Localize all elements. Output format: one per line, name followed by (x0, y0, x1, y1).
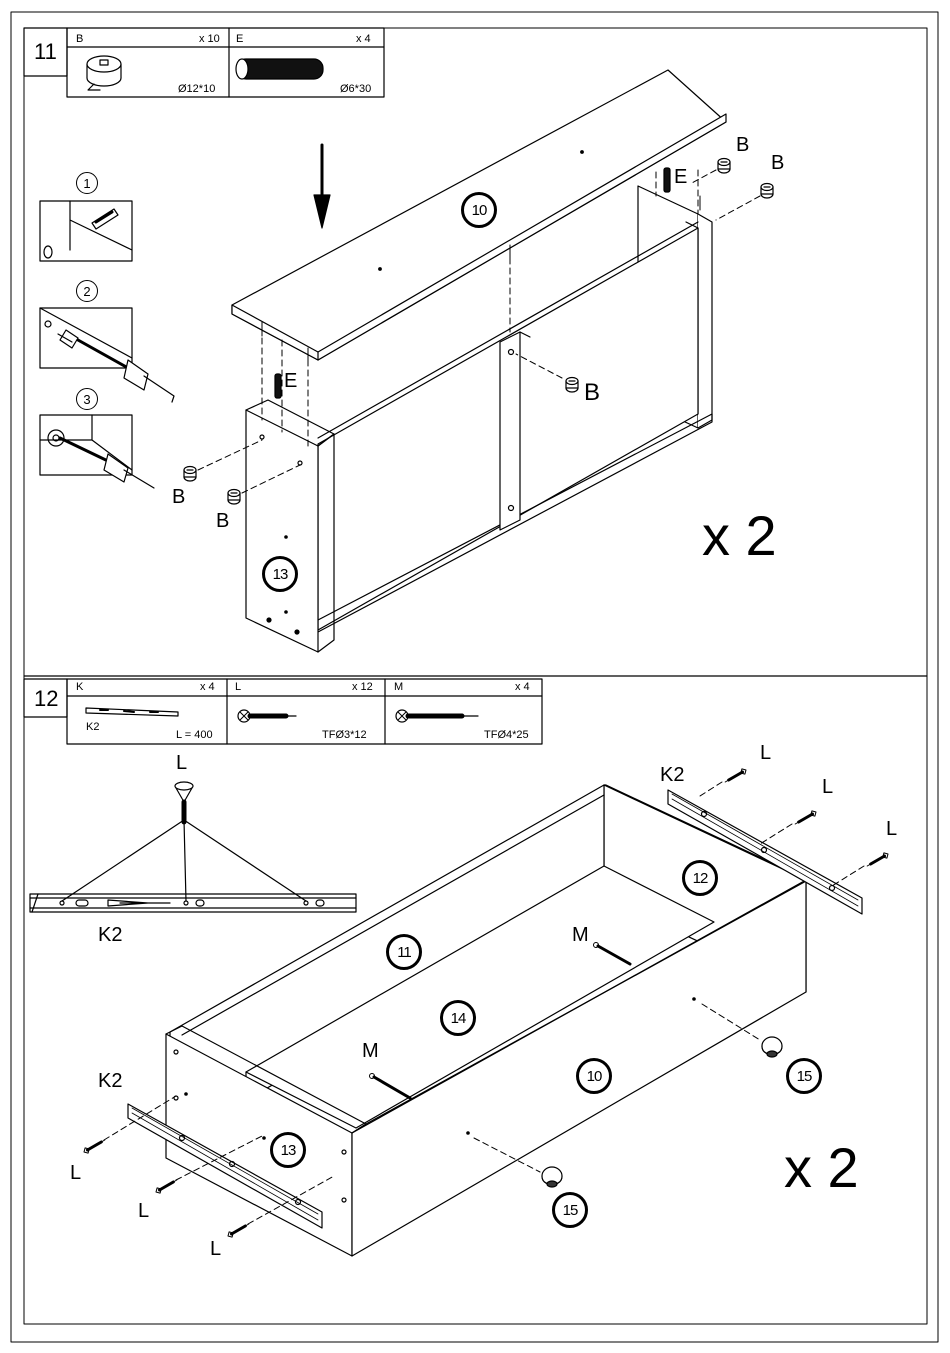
part-E-qty: x 4 (356, 33, 371, 46)
step11-number: 11 (34, 39, 57, 65)
part-K-qty: x 4 (200, 681, 215, 694)
knob-15-label-right: 15 (786, 1058, 822, 1094)
knob-15-label-left: 15 (552, 1192, 588, 1228)
camlock-B-label-4: B (172, 486, 185, 508)
camlock-B-label-1: B (736, 134, 749, 156)
screw-M-label-2: M (362, 1040, 379, 1062)
detail-runner-K2-label: K2 (98, 924, 122, 946)
knob-right (762, 1037, 782, 1057)
camlock-B-label-2: B (771, 152, 784, 174)
substep-2-marker: 2 (76, 280, 98, 302)
screw-M-label-1: M (572, 924, 589, 946)
part-M-image (396, 710, 478, 722)
runner-K2-label-left: K2 (98, 1070, 122, 1092)
part-K-image (86, 708, 178, 716)
part-K-size: L = 400 (176, 729, 213, 742)
step12-number: 12 (34, 686, 58, 712)
step11-multiplier: x 2 (702, 506, 777, 566)
part-L-letter: L (235, 681, 241, 694)
part-L-size: TFØ3*12 (322, 729, 367, 742)
substep-1-image (40, 201, 132, 261)
left-side-panel (246, 410, 318, 652)
knob-left (542, 1167, 562, 1187)
substep-2-image (40, 308, 174, 402)
detail-screw-L-label: L (176, 752, 187, 774)
part-B-size: Ø12*10 (178, 83, 215, 96)
screw-L-label-5: L (138, 1200, 149, 1222)
part-M-letter: M (394, 681, 403, 694)
part-L-qty: x 12 (352, 681, 373, 694)
screw-L-label-2: L (822, 776, 833, 798)
screw-L-label-6: L (210, 1238, 221, 1260)
part-K-letter: K (76, 681, 83, 694)
panel-13-label: 13 (262, 556, 298, 592)
step12-multiplier: x 2 (784, 1138, 859, 1198)
part-B-letter: B (76, 33, 83, 46)
substep-1-marker: 1 (76, 172, 98, 194)
part-B-image (87, 56, 121, 90)
screw-L-label-3: L (886, 818, 897, 840)
panel-10-label: 10 (461, 192, 497, 228)
camlock-B-label-5: B (216, 510, 229, 532)
part-E-size: Ø6*30 (340, 83, 371, 96)
dowel-E-left (275, 374, 281, 398)
screw-L-label-1: L (760, 742, 771, 764)
runner-detail (30, 782, 356, 912)
part-L-image (238, 710, 296, 722)
dowel-E-label-right: E (674, 166, 687, 188)
part-B-qty: x 10 (199, 33, 220, 46)
part-E-letter: E (236, 33, 243, 46)
panel-13-side-label: 13 (270, 1132, 306, 1168)
substep-3-image (40, 415, 154, 488)
part-K-sub: K2 (86, 721, 99, 734)
panel-10-front-label: 10 (576, 1058, 612, 1094)
part-M-qty: x 4 (515, 681, 530, 694)
screw-L-label-4: L (70, 1162, 81, 1184)
insert-direction-arrow (314, 145, 330, 228)
middle-divider (500, 332, 520, 530)
dowel-E-label-left: E (284, 370, 297, 392)
part-E-image (236, 59, 323, 79)
camlock-B-label-3: B (584, 382, 600, 404)
runner-K2-label-right: K2 (660, 764, 684, 786)
dowel-E-right (664, 168, 670, 192)
panel-14-label: 14 (440, 1000, 476, 1036)
panel-11-label: 11 (386, 934, 422, 970)
part-M-size: TFØ4*25 (484, 729, 529, 742)
substep-3-marker: 3 (76, 388, 98, 410)
panel-12-label: 12 (682, 860, 718, 896)
